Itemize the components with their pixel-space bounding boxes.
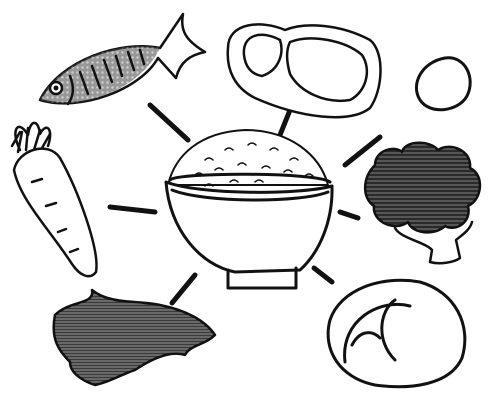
egg-icon <box>416 58 470 110</box>
cabbage-icon <box>328 280 465 386</box>
seaweed-icon <box>54 290 215 385</box>
carrot-icon <box>12 123 96 276</box>
rice-bowl-icon <box>166 130 332 288</box>
broccoli-icon <box>365 143 480 263</box>
meat-icon <box>228 24 381 117</box>
fish-icon <box>40 14 205 104</box>
